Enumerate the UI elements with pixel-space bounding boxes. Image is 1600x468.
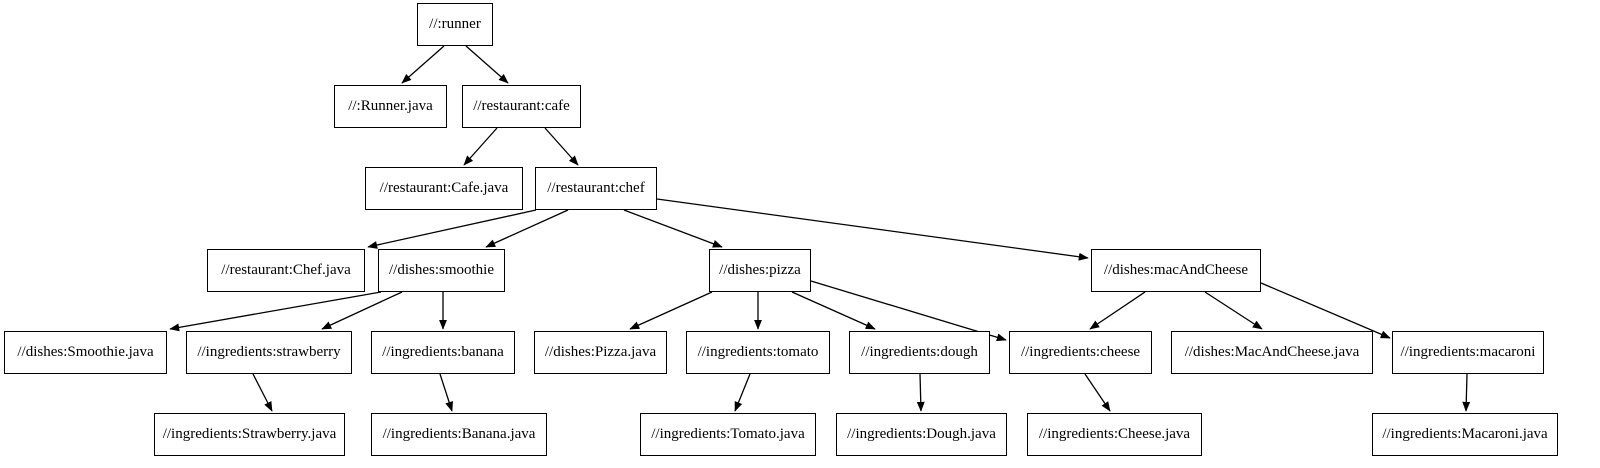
node-label: //ingredients:dough: [861, 344, 978, 360]
graph-edge-restaurant-chef-to-chef-java: [367, 209, 537, 249]
graph-edge-dishes-mac-to-mac-java: [1204, 291, 1263, 330]
node-label: //ingredients:Strawberry.java: [162, 426, 337, 442]
graph-edge-restaurant-cafe-to-restaurant-chef: [544, 127, 579, 166]
graph-node-strawberry-java[interactable]: //ingredients:Strawberry.java: [154, 413, 345, 456]
graph-node-runner[interactable]: //:runner: [417, 3, 493, 46]
graph-node-ing-banana[interactable]: //ingredients:banana: [371, 331, 515, 374]
graph-edge-dishes-smoothie-to-smoothie-java: [169, 291, 382, 332]
graph-node-dishes-smoothie[interactable]: //dishes:smoothie: [378, 249, 505, 292]
graph-edge-restaurant-cafe-to-cafe-java: [463, 127, 498, 166]
graph-node-ing-tomato[interactable]: //ingredients:tomato: [686, 331, 830, 374]
graph-edge-dishes-smoothie-to-ing-strawberry: [321, 291, 403, 330]
graph-node-dough-java[interactable]: //ingredients:Dough.java: [836, 413, 1007, 456]
node-label: //ingredients:Dough.java: [847, 426, 996, 442]
graph-edge-dishes-mac-to-ing-cheese: [1089, 291, 1146, 330]
graph-node-ing-dough[interactable]: //ingredients:dough: [849, 331, 990, 374]
node-label: //:runner: [429, 16, 481, 32]
graph-node-smoothie-java[interactable]: //dishes:Smoothie.java: [4, 331, 167, 374]
node-label: //ingredients:Tomato.java: [651, 426, 805, 442]
node-label: //ingredients:strawberry: [197, 344, 341, 360]
graph-edge-runner-to-restaurant-cafe: [465, 45, 509, 84]
graph-node-ing-cheese[interactable]: //ingredients:cheese: [1009, 331, 1152, 374]
graph-node-dishes-mac[interactable]: //dishes:macAndCheese: [1091, 249, 1261, 292]
node-label: //dishes:Smoothie.java: [17, 344, 154, 360]
graph-edge-ing-dough-to-dough-java: [916, 373, 925, 412]
graph-edge-restaurant-chef-to-dishes-pizza: [623, 209, 723, 248]
graph-edge-ing-macaroni-to-macaroni-java: [1462, 373, 1471, 412]
node-label: //:Runner.java: [348, 98, 433, 114]
graph-edge-ing-strawberry-to-strawberry-java: [252, 373, 273, 412]
graph-node-cheese-java[interactable]: //ingredients:Cheese.java: [1027, 413, 1202, 456]
node-label: //dishes:Pizza.java: [544, 344, 657, 360]
graph-node-macaroni-java[interactable]: //ingredients:Macaroni.java: [1372, 413, 1558, 456]
node-label: //dishes:macAndCheese: [1103, 262, 1249, 278]
graph-edge-ing-banana-to-banana-java: [439, 373, 453, 412]
graph-node-ing-strawberry[interactable]: //ingredients:strawberry: [186, 331, 352, 374]
node-label: //ingredients:macaroni: [1400, 344, 1536, 360]
graph-edge-dishes-pizza-to-ing-dough: [791, 291, 876, 330]
graph-edge-dishes-mac-to-ing-macaroni: [1260, 282, 1391, 339]
node-label: //dishes:pizza: [719, 262, 801, 278]
graph-node-restaurant-chef[interactable]: //restaurant:chef: [535, 167, 657, 210]
graph-node-chef-java[interactable]: //restaurant:Chef.java: [207, 249, 365, 292]
node-label: //dishes:MacAndCheese.java: [1184, 344, 1360, 360]
node-label: //restaurant:Cafe.java: [379, 180, 509, 196]
graph-node-banana-java[interactable]: //ingredients:Banana.java: [371, 413, 547, 456]
graph-node-tomato-java[interactable]: //ingredients:Tomato.java: [640, 413, 816, 456]
node-label: //ingredients:cheese: [1020, 344, 1141, 360]
graph-node-pizza-java[interactable]: //dishes:Pizza.java: [534, 331, 667, 374]
node-label: //restaurant:Chef.java: [221, 262, 351, 278]
node-label: //ingredients:tomato: [697, 344, 819, 360]
node-label: //restaurant:cafe: [473, 98, 570, 114]
graph-node-dishes-pizza[interactable]: //dishes:pizza: [709, 249, 811, 292]
graph-node-runner-java[interactable]: //:Runner.java: [334, 85, 447, 128]
graph-node-cafe-java[interactable]: //restaurant:Cafe.java: [365, 167, 523, 210]
node-label: //ingredients:banana: [382, 344, 504, 360]
graph-edge-ing-cheese-to-cheese-java: [1084, 373, 1111, 412]
node-label: //ingredients:Cheese.java: [1038, 426, 1191, 442]
node-label: //ingredients:Banana.java: [382, 426, 536, 442]
graph-edge-runner-to-runner-java: [401, 45, 445, 84]
graph-node-ing-macaroni[interactable]: //ingredients:macaroni: [1392, 331, 1544, 374]
node-label: //ingredients:Macaroni.java: [1382, 426, 1548, 442]
graph-node-mac-java[interactable]: //dishes:MacAndCheese.java: [1171, 331, 1373, 374]
node-label: //dishes:smoothie: [389, 262, 494, 278]
graph-edge-ing-tomato-to-tomato-java: [734, 373, 751, 412]
node-label: //restaurant:chef: [547, 180, 645, 196]
graph-edge-dishes-pizza-to-pizza-java: [629, 291, 713, 330]
graph-edge-restaurant-chef-to-dishes-smoothie: [485, 209, 569, 248]
graph-node-restaurant-cafe[interactable]: //restaurant:cafe: [462, 85, 581, 128]
